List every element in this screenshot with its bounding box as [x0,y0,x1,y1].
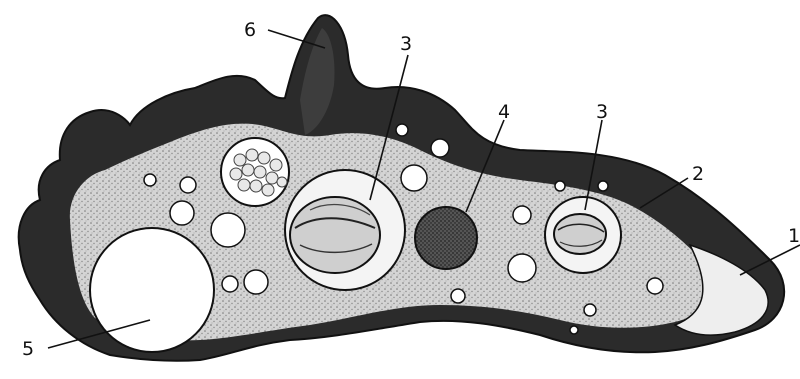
label-3-right: 3 [596,101,608,123]
label-4: 4 [498,101,510,123]
food-particle-right [554,214,606,254]
nucleus [415,207,477,269]
label-1: 1 [788,225,800,247]
food-particle-center [290,197,380,273]
label-2: 2 [692,163,704,185]
label-6: 6 [244,19,256,41]
label-3-center: 3 [400,33,412,55]
label-5: 5 [22,338,34,360]
contractile-vacuole [90,228,214,352]
